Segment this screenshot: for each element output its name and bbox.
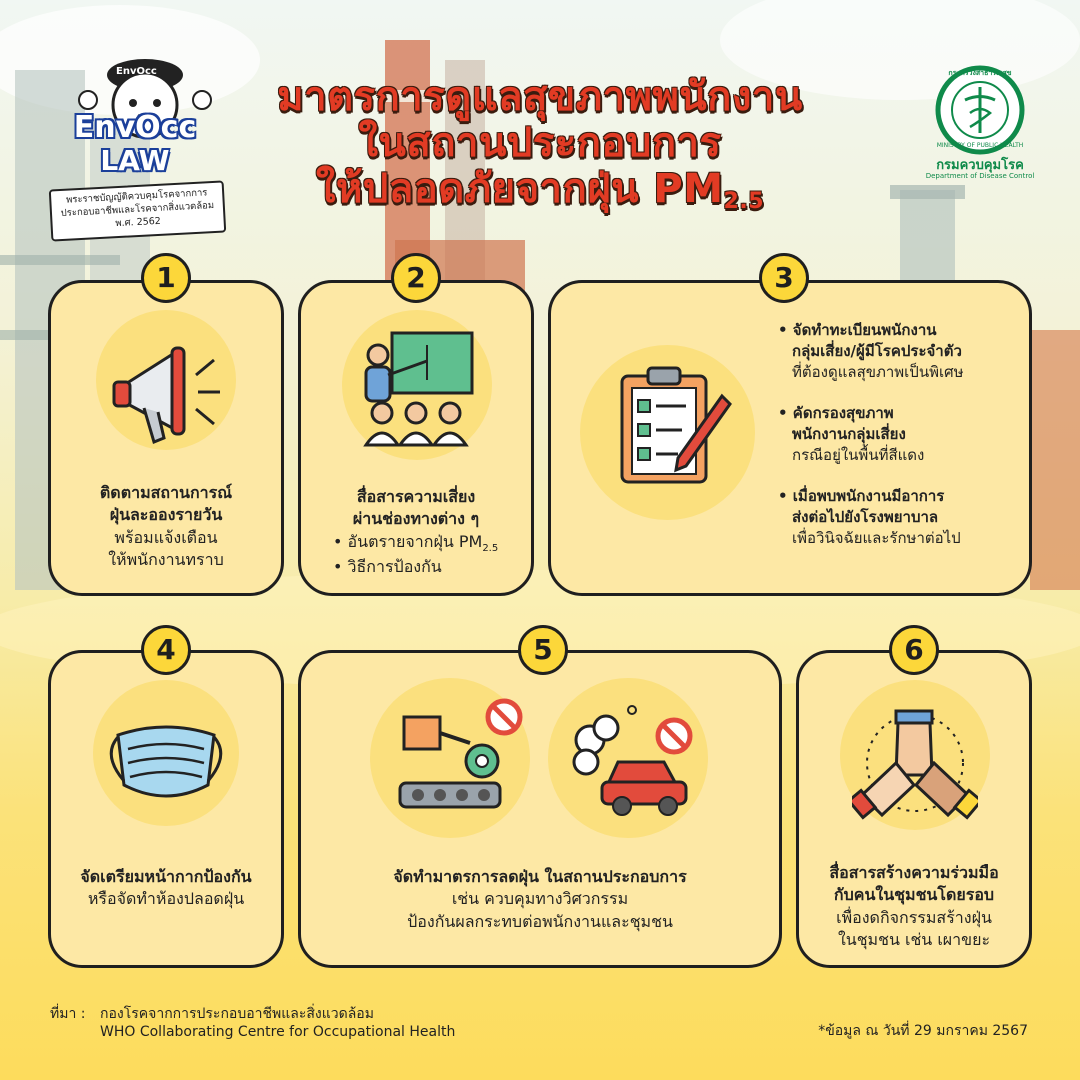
card-1-title-line-2: ฝุ่นละอองรายวัน: [109, 505, 223, 525]
law-badge: พระราชบัญญัติควบคุมโรคจากการ ประกอบอาชีพ…: [48, 180, 227, 242]
card-4-text: จัดเตรียมหน้ากากป้องกัน หรือจัดทำห้องปลอ…: [55, 866, 277, 911]
page-title: มาตรการดูแลสุขภาพพนักงาน ในสถานประกอบการ…: [250, 74, 830, 214]
card-3-number: 3: [759, 253, 809, 303]
seal-text-bottom: MINISTRY OF PUBLIC HEALTH: [936, 142, 1024, 149]
card-1-text: ติดตามสถานการณ์ ฝุ่นละอองรายวัน พร้อมแจ้…: [55, 482, 277, 572]
car-exhaust-icon: [572, 705, 693, 816]
card-5-desc-line-1: เช่น ควบคุมทางวิศวกรรม: [451, 889, 629, 909]
title-line-1: มาตรการดูแลสุขภาพพนักงาน: [277, 74, 803, 120]
card-6-text: สื่อสารสร้างความร่วมมือ กับคนในชุมชนโดยร…: [803, 862, 1025, 952]
source-line-2: WHO Collaborating Centre for Occupationa…: [100, 1024, 456, 1040]
title-line-3-subscript: 2.5: [723, 189, 765, 214]
card-1-number: 1: [141, 253, 191, 303]
mascot-cap-text: EnvOcc: [116, 66, 157, 77]
presentation-icon: [363, 331, 474, 447]
card-6-title-line-2: กับคนในชุมชนโดยรอบ: [833, 885, 995, 905]
card-2-title-line-2: ผ่านช่องทางต่าง ๆ: [352, 509, 480, 529]
card-3-item-2-bold-1: • คัดกรองสุขภาพ: [778, 404, 894, 422]
card-4-title-line-1: จัดเตรียมหน้ากากป้องกัน: [80, 867, 252, 886]
card-4-desc-line-1: หรือจัดทำห้องปลอดฝุ่น: [87, 889, 245, 909]
source-label: ที่มา :: [50, 1006, 86, 1022]
card-3-item-1: • จัดทำทะเบียนพนักงาน กลุ่มเสี่ยง/ผู้มีโ…: [778, 320, 1023, 383]
card-3-item-3-bold-1: • เมื่อพบพนักงานมีอาการ: [778, 487, 945, 505]
hands-together-icon: [852, 709, 978, 820]
card-4-number: 4: [141, 625, 191, 675]
date-note: *ข้อมูล ณ วันที่ 29 มกราคม 2567: [818, 1023, 1028, 1039]
face-mask-icon: [109, 725, 223, 798]
card-3-item-2-bold-2: พนักงานกลุ่มเสี่ยง: [792, 425, 906, 443]
card-3-text: • จัดทำทะเบียนพนักงาน กลุ่มเสี่ยง/ผู้มีโ…: [778, 320, 1023, 549]
card-1-title-line-1: ติดตามสถานการณ์: [99, 483, 233, 502]
clipboard-checklist-icon: [620, 366, 732, 484]
card-6-number: 6: [889, 625, 939, 675]
card-3-item-1-desc: ที่ต้องดูแลสุขภาพเป็นพิเศษ: [792, 363, 964, 381]
card-6-title-line-1: สื่อสารสร้างความร่วมมือ: [829, 863, 999, 882]
card-6-desc-line-2: ในชุมชน เช่น เผาขยะ: [837, 930, 991, 950]
card-5-desc-line-2: ป้องกันผลกระทบต่อพนักงานและชุมชน: [407, 911, 673, 931]
card-3-item-2: • คัดกรองสุขภาพ พนักงานกลุ่มเสี่ยง กรณีอ…: [778, 403, 1023, 466]
title-line-3-main: ให้ปลอดภัยจากฝุ่น PM: [315, 166, 724, 212]
brand-line-1: EnvOcc: [73, 110, 197, 145]
seal-text-top: กระทรวงสาธารณสุข: [948, 69, 1012, 77]
factory-machine-icon: [398, 698, 523, 809]
card-5: [298, 650, 782, 968]
ministry-seal-icon: [935, 65, 1025, 155]
mascot-logo-graphic: [78, 59, 212, 139]
card-3-item-3: • เมื่อพบพนักงานมีอาการ ส่งต่อไปยังโรงพย…: [778, 486, 1023, 549]
card-2-bullet-2: • วิธีการป้องกัน: [333, 556, 442, 576]
megaphone-icon: [112, 346, 220, 445]
card-3-item-3-desc: เพื่อวินิจฉัยและรักษาต่อไป: [792, 529, 961, 547]
department-english-name: Department of Disease Control: [925, 172, 1035, 180]
card-2-bullet-1: • อันตรายจากฝุ่น PM2.5: [305, 531, 527, 556]
card-5-title-line-1: จัดทำมาตรการลดฝุ่น ในสถานประกอบการ: [393, 867, 687, 886]
card-3-item-1-bold-1: • จัดทำทะเบียนพนักงาน: [778, 321, 937, 339]
card-6-desc-line-1: เพื่องดกิจกรรมสร้างฝุ่น: [836, 907, 992, 927]
card-2-bullet-1-subscript: 2.5: [482, 542, 499, 554]
title-line-3: ให้ปลอดภัยจากฝุ่น PM2.5: [250, 166, 830, 214]
brand-line-2: LAW: [100, 144, 170, 177]
card-2-number: 2: [391, 253, 441, 303]
card-2-title-line-1: สื่อสารความเสี่ยง: [356, 487, 476, 506]
department-thai-name: กรมควบคุมโรค: [936, 158, 1024, 173]
card-2-text: สื่อสารความเสี่ยง ผ่านช่องทางต่าง ๆ • อั…: [305, 486, 527, 578]
card-1-desc-line-1: พร้อมแจ้งเตือน: [114, 527, 218, 547]
card-5-text: จัดทำมาตรการลดฝุ่น ในสถานประกอบการ เช่น …: [310, 866, 770, 933]
title-line-2: ในสถานประกอบการ: [358, 120, 722, 166]
card-1-desc-line-2: ให้พนักงานทราบ: [108, 550, 224, 570]
card-3-item-3-bold-2: ส่งต่อไปยังโรงพยาบาล: [792, 508, 939, 526]
card-5-number: 5: [518, 625, 568, 675]
source-line-1: กองโรคจากการประกอบอาชีพและสิ่งแวดล้อม: [100, 1006, 374, 1022]
card-3-item-2-desc: กรณีอยู่ในพื้นที่สีแดง: [792, 446, 925, 464]
card-3-item-1-bold-2: กลุ่มเสี่ยง/ผู้มีโรคประจำตัว: [792, 342, 962, 360]
card-2-bullet-1-main: • อันตรายจากฝุ่น PM: [333, 531, 483, 551]
